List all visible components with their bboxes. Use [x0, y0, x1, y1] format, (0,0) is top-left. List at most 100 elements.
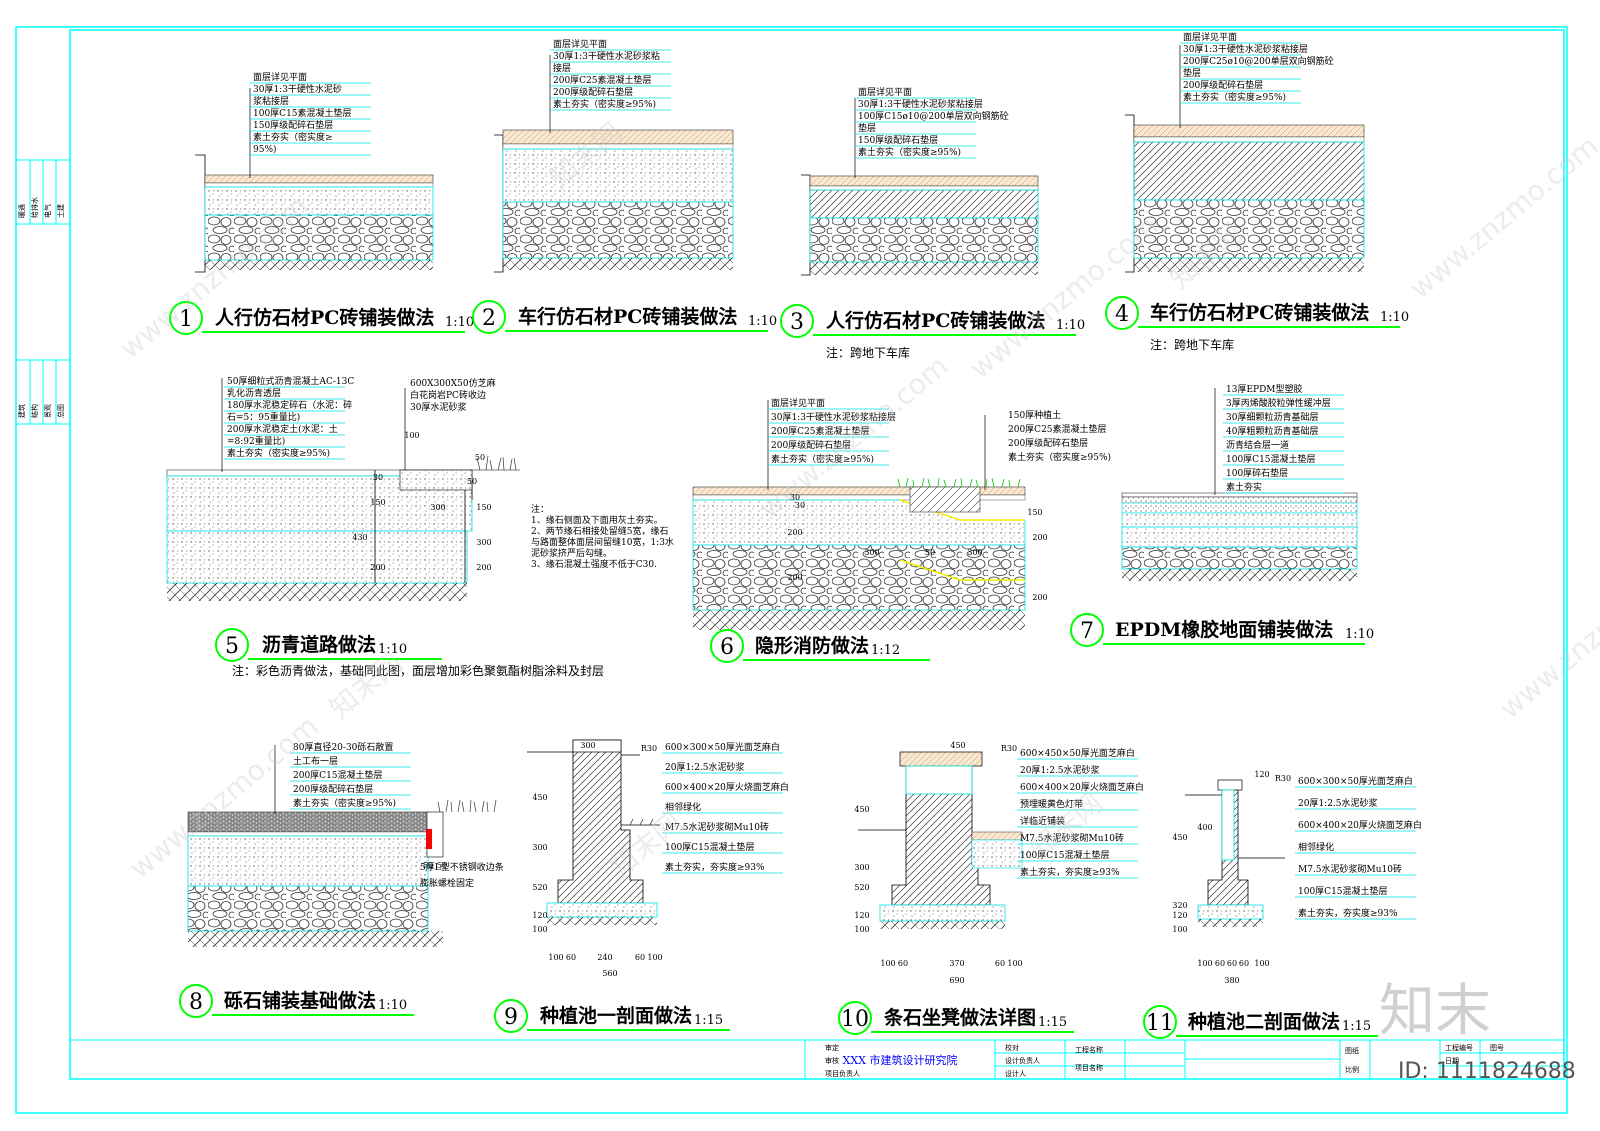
- detail-number: 11: [1146, 1011, 1174, 1036]
- detail-title: 条石坐凳做法详图: [884, 1006, 1036, 1029]
- dimension-label: 150: [370, 498, 385, 507]
- layer-label: 素土夯实，夯实度≥93%: [665, 861, 765, 873]
- detail-number: 2: [482, 306, 496, 331]
- left-strip-discipline-group-a: 暖通给排水电气土建: [17, 197, 65, 218]
- left-strip-label: 土建: [56, 204, 65, 218]
- dimension-label: 50: [437, 861, 447, 870]
- layer-label: 素土夯实: [1226, 481, 1262, 493]
- layer-label: 600×400×20厚火烧面芝麻白: [665, 781, 789, 793]
- detail-scale: 1:10: [445, 315, 474, 330]
- title-block-cell: 项目负责人: [825, 1069, 860, 1078]
- left-strip-label: 结构: [30, 404, 39, 418]
- layer-label: 600×300×50厚光面芝麻白: [1298, 775, 1413, 787]
- title-block-cell: 审核: [825, 1056, 839, 1065]
- layer-label-secondary: 白花岗岩PC砖收边: [410, 389, 486, 401]
- dimension-label: 520: [532, 883, 547, 892]
- title-block-cell: 图纸: [1345, 1046, 1359, 1055]
- dimension-label: 120: [532, 911, 547, 920]
- title-block-cell: 设计负责人: [1005, 1056, 1040, 1065]
- dimension-label: 520: [854, 883, 869, 892]
- title-block-cell: 工程名称: [1075, 1045, 1103, 1054]
- detail-note: 注：彩色沥青做法，基础同此图，面层增加彩色聚氨酯树脂涂料及封层: [232, 663, 604, 678]
- dimension-label: 100: [1007, 959, 1022, 968]
- layer-label: 接层: [553, 62, 571, 74]
- layer-label: 30厚1:3干硬性水泥砂浆粘接层: [771, 411, 896, 423]
- layer-label: 面层详见平面: [771, 397, 825, 409]
- dimension-label: 120: [854, 911, 869, 920]
- layer-label: 20厚1:2.5水泥砂浆: [1020, 764, 1100, 776]
- title-block-cell: 比例: [1345, 1065, 1359, 1074]
- layer-label: 180厚水泥稳定碎石（水泥：碎: [227, 399, 352, 411]
- dimension-label: 200: [476, 563, 491, 572]
- layer-label: 200厚级配碎石垫层: [1183, 79, 1263, 91]
- detail-scale: 1:10: [748, 314, 777, 329]
- institute-name: XXX 市建筑设计研究院: [843, 1053, 958, 1067]
- layer-label: 预埋暖黄色灯带: [1020, 798, 1083, 810]
- layer-label: 素土夯实（密实度≥95%): [293, 797, 396, 809]
- layer-label: =8:92重量比): [227, 435, 285, 447]
- layer-label-secondary: 200厚级配碎石垫层: [1008, 437, 1088, 449]
- dimension-label: 300: [967, 548, 982, 557]
- layer-label: M7.5水泥砂浆砌Mu10砖: [1298, 863, 1402, 875]
- detail-title: 种植池一剖面做法: [539, 1004, 692, 1027]
- dimension-label: 200: [787, 528, 802, 537]
- detail-scale: 1:12: [871, 643, 900, 658]
- layer-label-secondary: 素土夯实（密实度≥95%): [1008, 451, 1111, 463]
- dimension-label: 400: [1197, 823, 1212, 832]
- layer-label: 600×300×50厚光面芝麻白: [665, 741, 780, 753]
- dimension-label: 150: [1027, 508, 1042, 517]
- layer-label-secondary: 30厚水泥砂浆: [410, 401, 466, 413]
- section-detail-9: [527, 739, 660, 925]
- detail-title: 车行仿石材PC砖铺装做法: [1150, 301, 1369, 324]
- watermark-text: 知末网: [323, 646, 409, 725]
- layer-label: 200厚水泥稳定土(水泥：土: [227, 423, 338, 435]
- section-detail-2: [494, 55, 734, 273]
- construction-note: 泥砂浆挤严后勾缝。: [531, 547, 612, 559]
- section-detail-6: [692, 400, 1026, 630]
- detail-scale: 1:15: [1342, 1019, 1371, 1034]
- dimension-label: 300: [532, 843, 547, 852]
- dimension-label: 100: [880, 959, 895, 968]
- layer-label: 13厚EPDM型塑胶: [1226, 383, 1303, 395]
- detail-number-circle: [494, 999, 528, 1033]
- construction-note: 2、两节缘石相接处留缝5宽，缘石: [531, 525, 668, 537]
- layer-label: 3厚丙烯酸胶粒弹性缓冲层: [1226, 397, 1331, 409]
- layer-label: 100厚C15混凝土垫层: [1226, 453, 1316, 465]
- dimension-label: 30: [795, 501, 805, 510]
- detail-number: 10: [841, 1007, 869, 1032]
- dimension-label: 100: [1254, 959, 1269, 968]
- layer-label: 100厚C15混凝土垫层: [1298, 885, 1388, 897]
- detail-title: 人行仿石材PC砖铺装做法: [826, 309, 1045, 332]
- title-block: [69, 1039, 1565, 1080]
- layer-label: 200厚C15混凝土垫层: [293, 769, 383, 781]
- detail-scale: 1:10: [378, 998, 407, 1013]
- detail-number: 5: [225, 634, 239, 659]
- left-strip-label: 电气: [43, 204, 52, 218]
- detail-scale: 1:15: [1038, 1015, 1067, 1030]
- layer-label: 详临近铺装: [1020, 815, 1065, 827]
- layer-label: M7.5水泥砂浆砌Mu10砖: [665, 821, 769, 833]
- left-strip-label: 建筑: [17, 404, 26, 418]
- dimension-label: 100: [1172, 925, 1187, 934]
- detail-number-circle: [1070, 613, 1104, 647]
- layer-label: 素土夯实（密实度≥: [253, 131, 333, 143]
- left-strip-discipline-group-b: 建筑结构景观总图: [17, 404, 65, 418]
- layer-label: 30厚细颗粒沥青基础层: [1226, 411, 1318, 423]
- construction-note: 注：: [531, 503, 549, 515]
- layer-label: 石=5：95重量比): [227, 411, 300, 423]
- detail-number-circle: [169, 301, 203, 335]
- layer-label: 素土夯实，夯实度≥93%: [1020, 866, 1120, 878]
- outer-frame: [15, 26, 1568, 1114]
- detail-title: 砾石铺装基础做法: [224, 989, 376, 1012]
- layer-label: 面层详见平面: [253, 71, 307, 83]
- detail-note: 注：跨地下车库: [1150, 337, 1234, 352]
- layer-label: 100厚C15ø10@200单层双向钢筋砼: [858, 110, 1009, 122]
- detail-number-circle: [215, 628, 249, 662]
- detail-number-circle: [710, 629, 744, 663]
- title-block-cell: 图号: [1490, 1044, 1504, 1052]
- layer-label-secondary: 5厚L型不锈钢收边条: [420, 861, 504, 873]
- watermark-text: www.znzmo.com: [1403, 129, 1600, 305]
- dimension-label: 300: [476, 538, 491, 547]
